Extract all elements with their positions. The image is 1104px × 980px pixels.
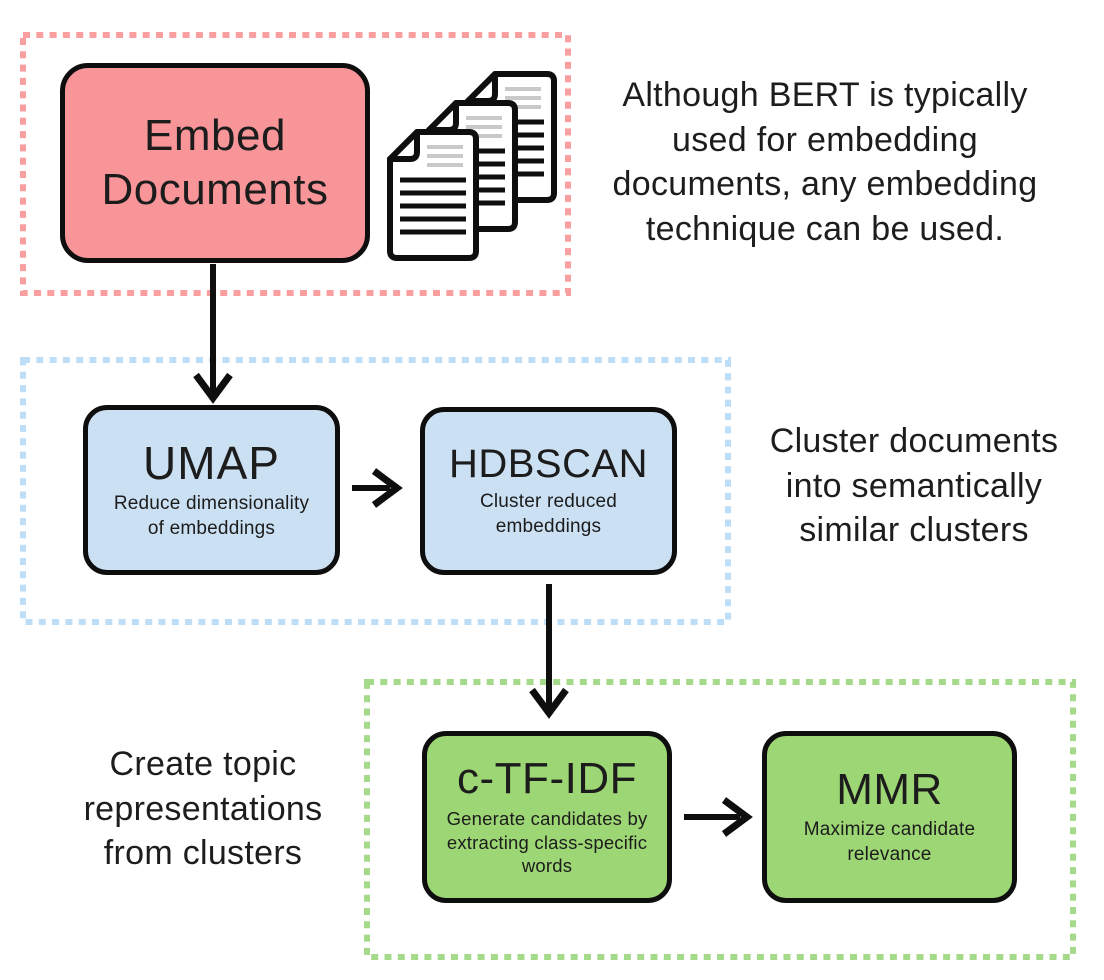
hdbscan-title: HDBSCAN bbox=[448, 442, 649, 487]
documents-stack-icon bbox=[387, 71, 557, 261]
embed-documents-label-line: Embed bbox=[144, 111, 286, 161]
hdbscan-node: HDBSCAN Cluster reduced embeddings bbox=[420, 407, 677, 575]
embedding-stage-caption: Although BERT is typically used for embe… bbox=[575, 73, 1075, 251]
ctfidf-node: c-TF-IDF Generate candidates by extracti… bbox=[422, 731, 672, 903]
caption-line: from clusters bbox=[103, 834, 303, 873]
topic-stage-caption: Create topic representations from cluste… bbox=[28, 742, 378, 876]
ctfidf-title: c-TF-IDF bbox=[457, 753, 637, 803]
caption-line: documents, any embedding bbox=[612, 165, 1038, 204]
clustering-stage-border bbox=[20, 357, 731, 625]
arrow-umap-to-hdbscan-icon bbox=[352, 468, 403, 508]
mmr-node: MMR Maximize candidate relevance bbox=[762, 731, 1017, 903]
subtitle-line: Generate candidates by bbox=[446, 808, 648, 830]
subtitle-line: Maximize candidate bbox=[803, 819, 976, 841]
umap-node: UMAP Reduce dimensionality of embeddings bbox=[83, 405, 340, 575]
subtitle-line: embeddings bbox=[495, 515, 602, 537]
ctfidf-subtitle: Generate candidates by extracting class-… bbox=[447, 807, 648, 878]
topic-stage-border bbox=[364, 679, 1076, 960]
embed-documents-node: Embed Documents bbox=[60, 63, 370, 263]
subtitle-line: of embeddings bbox=[147, 517, 276, 539]
subtitle-line: Reduce dimensionality bbox=[113, 493, 310, 515]
caption-line: Cluster documents bbox=[769, 422, 1059, 460]
caption-line: used for embedding bbox=[672, 120, 978, 159]
clustering-stage-caption: Cluster documents into semantically simi… bbox=[739, 419, 1089, 553]
document-page bbox=[387, 129, 479, 261]
subtitle-line: words bbox=[521, 855, 573, 877]
subtitle-line: relevance bbox=[847, 843, 932, 865]
arrow-hdbscan-to-ctfidf-icon bbox=[529, 584, 569, 719]
subtitle-line: extracting class-specific bbox=[446, 831, 648, 853]
caption-line: similar clusters bbox=[799, 511, 1029, 550]
caption-line: into semantically bbox=[785, 466, 1043, 505]
hdbscan-subtitle: Cluster reduced embeddings bbox=[480, 490, 617, 539]
caption-line: technique can be used. bbox=[645, 209, 1005, 248]
embed-documents-label-line: Documents bbox=[101, 165, 329, 214]
mmr-title: MMR bbox=[836, 765, 943, 815]
caption-line: Create topic bbox=[109, 745, 297, 783]
mmr-subtitle: Maximize candidate relevance bbox=[804, 818, 976, 867]
umap-subtitle: Reduce dimensionality of embeddings bbox=[114, 492, 309, 541]
umap-title: UMAP bbox=[143, 437, 280, 490]
arrow-embed-to-umap-icon bbox=[193, 264, 233, 404]
caption-line: Although BERT is typically bbox=[622, 76, 1028, 114]
embedding-stage-border bbox=[20, 32, 571, 296]
subtitle-line: Cluster reduced bbox=[479, 491, 618, 513]
caption-line: representations bbox=[83, 789, 323, 828]
arrow-ctfidf-to-mmr-icon bbox=[684, 797, 753, 837]
